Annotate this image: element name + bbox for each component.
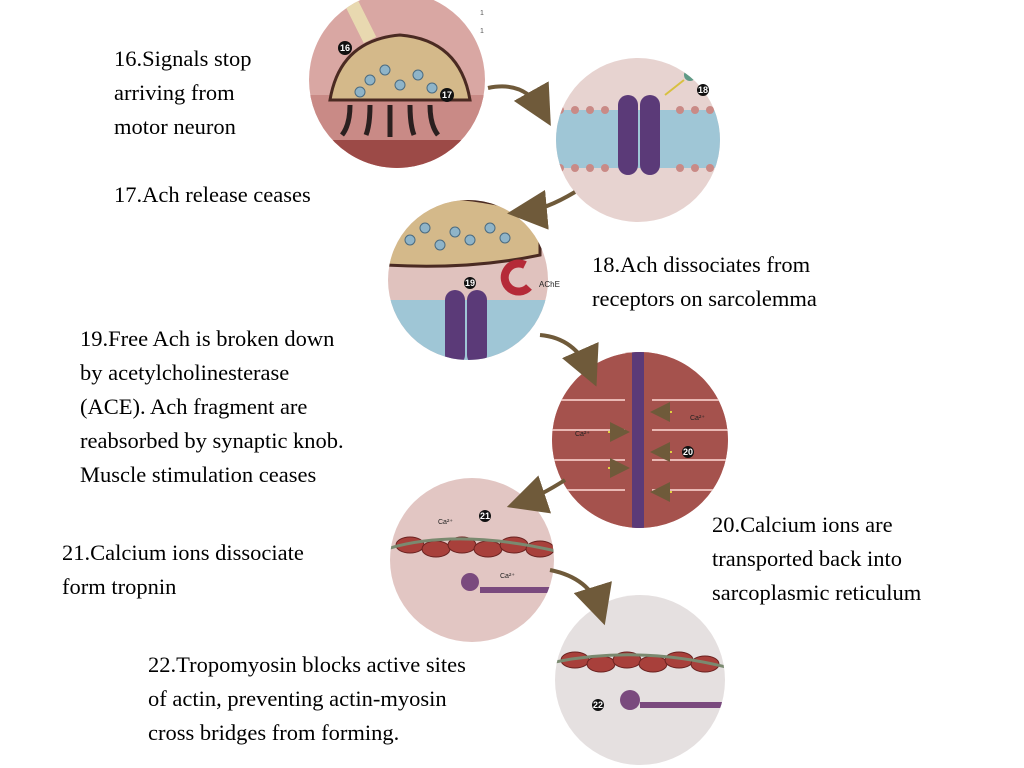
panel-21-troponin: Ca²⁺ Ca²⁺ 21 [390,478,554,642]
connecting-arrows [487,81,612,626]
caption-17: 17.Ach release ceases [114,178,311,212]
step-badge-22 [592,699,604,711]
caption-18-line-1: 18.Ach dissociates from [592,252,811,277]
arrow-1-to-2 [487,81,551,126]
badge-21-label: 21 [480,511,490,521]
step-badge-17 [440,88,454,102]
caption-20-line-2: transported back into [712,546,902,571]
step-badge-16 [338,41,352,55]
panel-18-receptor: 18 [556,58,720,222]
caption-16-line-3: motor neuron [114,114,236,139]
corner-mark-2: 1 [480,28,484,35]
badge-20-label: 20 [683,447,693,457]
panel-19-acetylcholinesterase: AChE 19 [388,200,560,360]
caption-16-line-1: 16.Signals stop [114,46,252,71]
panel-22-tropomyosin: 22 [555,595,725,765]
caption-21-line-1: 21.Calcium ions dissociate [62,540,304,565]
caption-20: 20.Calcium ions are transported back int… [712,508,921,610]
step-badge-21 [479,510,491,522]
panel-20-sarcoplasmic-reticulum: Ca²⁺ Ca²⁺ 20 [552,352,728,528]
caption-22-line-2: of actin, preventing actin-myosin [148,686,447,711]
caption-20-line-1: 20.Calcium ions are [712,512,893,537]
arrow-3-to-4 [539,333,599,387]
caption-18-line-2: receptors on sarcolemma [592,286,817,311]
caption-21: 21.Calcium ions dissociate form tropnin [62,536,304,604]
ca-label-top: Ca²⁺ [438,519,453,526]
corner-mark-1: 1 [480,10,484,17]
ca-label-right: Ca²⁺ [690,415,705,422]
arrow-5-to-6 [549,568,612,626]
caption-19-line-3: (ACE). Ach fragment are [80,394,308,419]
badge-19-label: 19 [465,278,475,288]
step-badge-20 [682,446,694,458]
ca-label-bottom: Ca²⁺ [500,573,515,580]
step-badge-19 [464,277,476,289]
caption-19-line-5: Muscle stimulation ceases [80,462,317,487]
caption-22-line-1: 22.Tropomyosin blocks active sites [148,652,466,677]
caption-16-line-2: arriving from [114,80,235,105]
arrow-4-to-5 [506,475,567,514]
panel-16-17-synaptic-knob: 16 17 [309,0,485,168]
ca-label-left: Ca²⁺ [575,431,590,438]
badge-17-label: 17 [442,90,452,100]
caption-18: 18.Ach dissociates from receptors on sar… [592,248,817,316]
caption-21-line-2: form tropnin [62,574,177,599]
ache-label: AChE [539,280,560,289]
caption-22: 22.Tropomyosin blocks active sites of ac… [148,648,466,750]
badge-22-label: 22 [593,700,603,710]
caption-19-line-1: 19.Free Ach is broken down [80,326,335,351]
caption-19-line-4: reabsorbed by synaptic knob. [80,428,344,453]
caption-19-line-2: by acetylcholinesterase [80,360,290,385]
badge-18-label: 18 [698,85,708,95]
caption-16: 16.Signals stop arriving from motor neur… [114,42,252,144]
step-badge-18 [697,84,709,96]
caption-22-line-3: cross bridges from forming. [148,720,400,745]
caption-17-line-1: 17.Ach release ceases [114,182,311,207]
arrow-2-to-3 [507,189,577,230]
caption-19: 19.Free Ach is broken down by acetylchol… [80,322,344,492]
badge-16-label: 16 [340,43,350,53]
caption-20-line-3: sarcoplasmic reticulum [712,580,922,605]
